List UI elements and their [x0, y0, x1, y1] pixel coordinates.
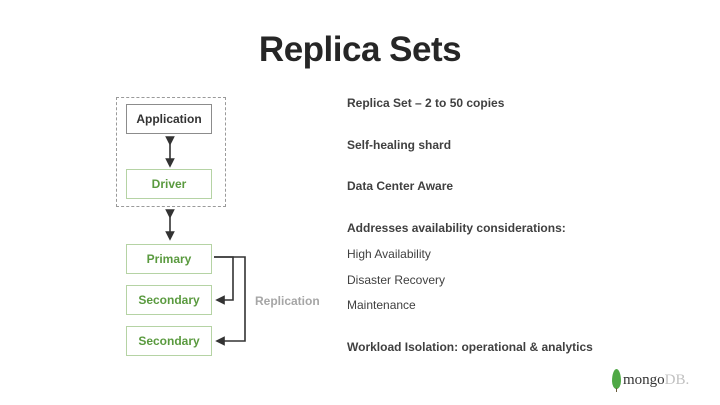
- primary-box: Primary: [126, 244, 212, 274]
- slide-title: Replica Sets: [258, 30, 462, 69]
- secondary-box-2: Secondary: [126, 326, 212, 356]
- bullet-item: Replica Set – 2 to 50 copies: [347, 96, 505, 110]
- bullet-item: Self-healing shard: [347, 138, 452, 152]
- secondary-box-1: Secondary: [126, 285, 212, 315]
- bullet-item: Workload Isolation: operational & analyt…: [347, 340, 593, 354]
- application-box: Application: [126, 104, 212, 134]
- replication-arrow-secondary-2-icon: [214, 256, 246, 346]
- replication-arrow-secondary-1-icon: [214, 256, 234, 305]
- logo-text-mongo: mongo: [623, 372, 665, 388]
- client-group-border: [116, 97, 226, 207]
- mongodb-logo: mongo DB.: [612, 369, 690, 392]
- driver-box: Driver: [126, 169, 212, 199]
- bullet-item: Addresses availability considerations:: [347, 221, 566, 235]
- bullet-item: Data Center Aware: [347, 179, 454, 193]
- replication-label: Replication: [255, 294, 320, 308]
- bullet-item: Maintenance: [347, 298, 416, 312]
- bullet-item: Disaster Recovery: [347, 273, 446, 287]
- logo-text-db: DB.: [664, 372, 690, 388]
- mongodb-leaf-icon: [612, 369, 621, 392]
- bullet-item: High Availability: [347, 247, 431, 261]
